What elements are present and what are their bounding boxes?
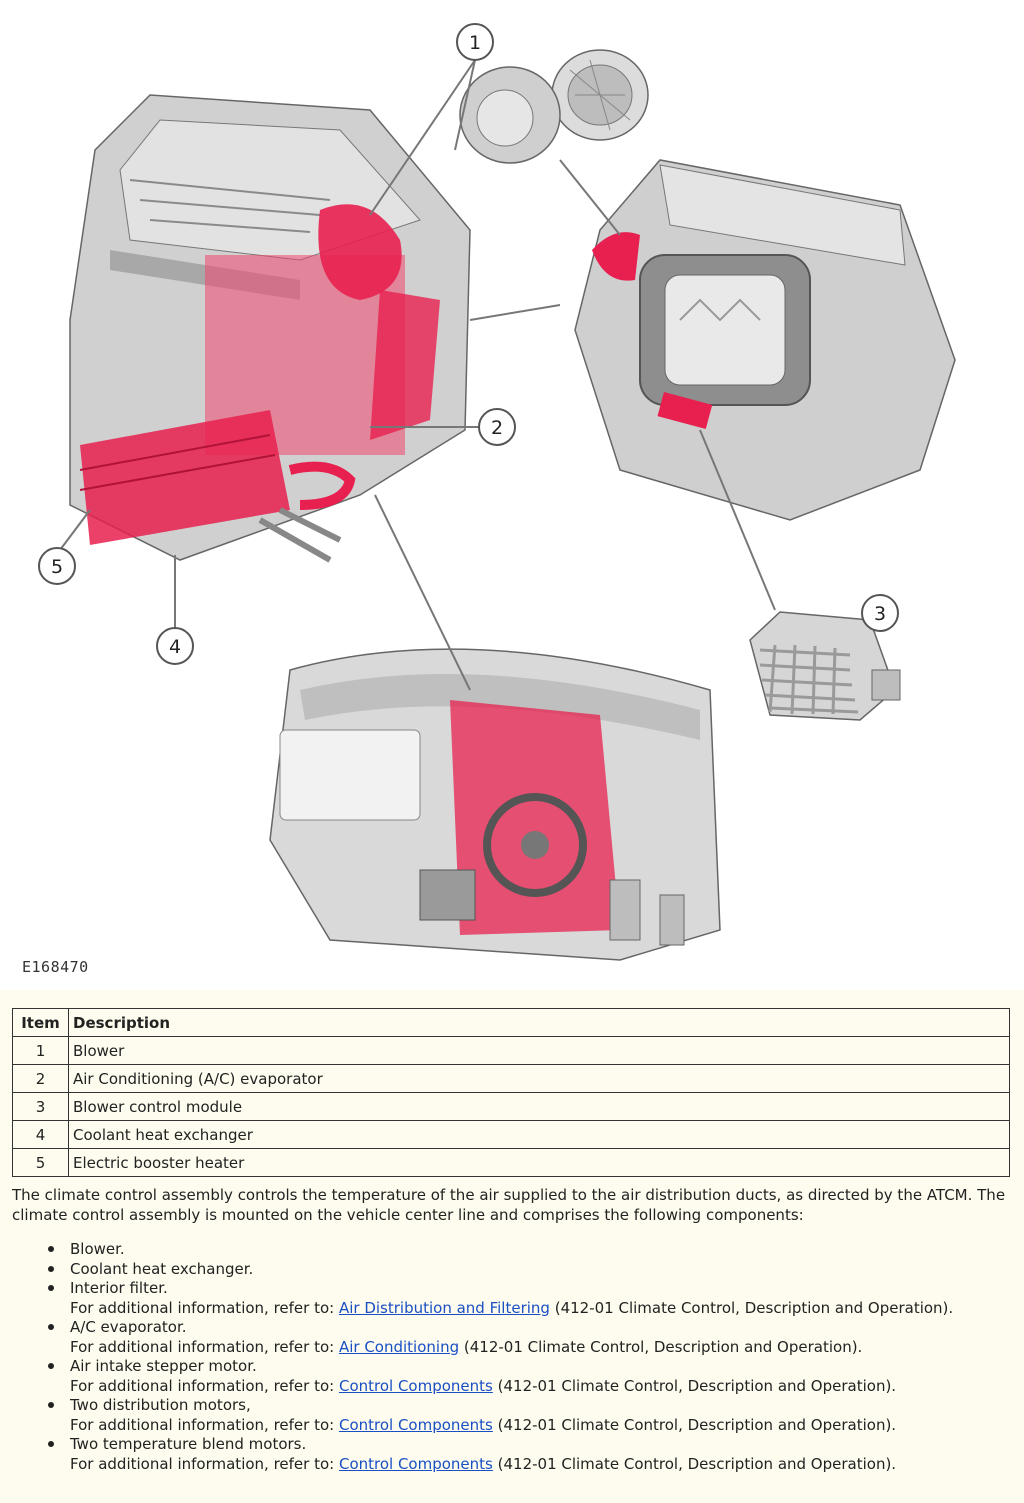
callout-4: 4 [156,627,194,665]
ref-suffix: (412-01 Climate Control, Description and… [549,1298,954,1317]
link-air-conditioning[interactable]: Air Conditioning [338,1337,460,1356]
ref-prefix: For additional information, refer to: [70,1454,339,1473]
callout-3: 3 [861,594,899,632]
component-illustration: 1 2 3 4 5 E168470 [0,0,1024,990]
header-description: Description [68,1008,1010,1037]
hvac-assembly-drawing [69,94,471,563]
item-number: 4 [12,1120,69,1149]
item-number: 5 [12,1148,69,1177]
ref-prefix: For additional information, refer to: [70,1298,339,1317]
list-item: Blower. [26,1240,1016,1260]
figure-id: E168470 [22,958,89,976]
table-row: 5 Electric booster heater [12,1148,1010,1177]
list-item: Interior filter. For additional informat… [26,1279,1016,1318]
callout-5: 5 [38,547,76,585]
illustration-svg: 1 2 3 4 5 [38,23,956,961]
ref-prefix: For additional information, refer to: [70,1337,339,1356]
item-description: Blower control module [68,1092,1010,1121]
list-item: A/C evaporator. For additional informati… [26,1318,1016,1357]
ref-prefix: For additional information, refer to: [70,1376,339,1395]
item-number: 1 [12,1036,69,1065]
ref-suffix: (412-01 Climate Control, Description and… [492,1376,897,1395]
component-title: A/C evaporator. [70,1318,187,1336]
ref-suffix: (412-01 Climate Control, Description and… [492,1454,897,1473]
item-number: 2 [12,1064,69,1093]
svg-text:4: 4 [169,636,181,658]
ref-prefix: For additional information, refer to: [70,1415,339,1434]
link-air-distribution-filtering[interactable]: Air Distribution and Filtering [338,1298,550,1317]
blower-control-module-drawing [749,611,901,721]
dashboard-drawing [269,648,721,961]
link-control-components[interactable]: Control Components [338,1376,493,1395]
svg-text:5: 5 [51,556,63,578]
hvac-rear-view-drawing [574,159,956,521]
intro-paragraph: The climate control assembly controls th… [12,1186,1006,1224]
table-row: 2 Air Conditioning (A/C) evaporator [12,1064,1010,1093]
callout-2: 2 [478,408,516,446]
component-title: Blower. [70,1240,125,1258]
item-description: Blower [68,1036,1010,1065]
component-title: Two distribution motors, [70,1396,251,1414]
callout-1: 1 [456,23,494,61]
blower-drawing [459,49,649,164]
list-item: Coolant heat exchanger. [26,1260,1016,1280]
header-item: Item [12,1008,69,1037]
table-row: 3 Blower control module [12,1092,1010,1121]
component-list: Blower. Coolant heat exchanger. Interior… [26,1240,1016,1474]
svg-text:2: 2 [491,417,503,439]
list-item: Two temperature blend motors. For additi… [26,1435,1016,1474]
ref-suffix: (412-01 Climate Control, Description and… [492,1415,897,1434]
item-description: Air Conditioning (A/C) evaporator [68,1064,1010,1093]
list-item: Two distribution motors, For additional … [26,1396,1016,1435]
component-title: Interior filter. [70,1279,168,1297]
component-title: Two temperature blend motors. [70,1435,307,1453]
table-row: 4 Coolant heat exchanger [12,1120,1010,1149]
item-description: Coolant heat exchanger [68,1120,1010,1149]
item-description: Electric booster heater [68,1148,1010,1177]
list-item: Air intake stepper motor. For additional… [26,1357,1016,1396]
svg-text:1: 1 [469,32,481,54]
table-header-row: Item Description [12,1008,1010,1037]
link-control-components[interactable]: Control Components [338,1454,493,1473]
component-title: Air intake stepper motor. [70,1357,257,1375]
item-number: 3 [12,1092,69,1121]
ref-suffix: (412-01 Climate Control, Description and… [459,1337,863,1356]
link-control-components[interactable]: Control Components [338,1415,493,1434]
leader-lines [59,59,776,691]
component-title: Coolant heat exchanger. [70,1259,254,1278]
svg-text:3: 3 [874,603,886,625]
table-row: 1 Blower [12,1036,1010,1065]
item-description-table: Item Description 1 Blower 2 Air Conditio… [12,1008,1010,1177]
